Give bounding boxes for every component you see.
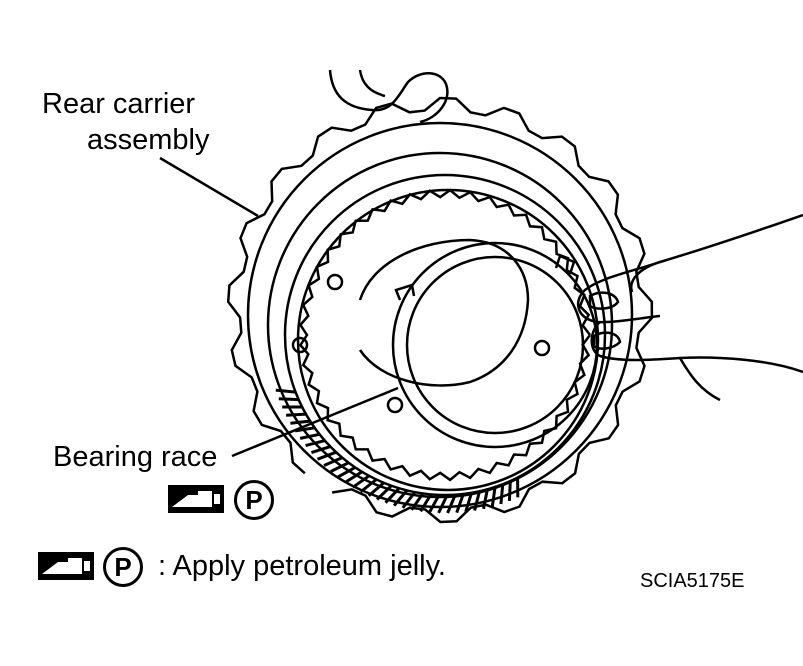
helical-tooth: [305, 439, 326, 448]
helical-tooth: [401, 491, 417, 509]
helical-tooth: [310, 445, 331, 455]
helical-tooth: [359, 478, 378, 493]
leader-rear-carrier: [159, 156, 259, 218]
helical-tooth: [344, 470, 363, 484]
helical-tooth: [330, 461, 350, 473]
helical-tooth: [337, 466, 356, 479]
helical-tooth: [437, 494, 449, 514]
right-hand: [576, 213, 803, 402]
fingernail: [588, 291, 620, 310]
bearing-race-inner: [405, 255, 585, 435]
helical-tooth: [392, 489, 409, 507]
petroleum-jelly-gun-icon: [38, 552, 94, 580]
helical-tooth: [299, 432, 320, 440]
helical-tooth: [455, 493, 465, 514]
bearing-race-tab: [554, 254, 576, 275]
helical-tooth: [419, 493, 433, 513]
inner-gear-teeth: [298, 188, 591, 482]
carrier-outer-rim: [226, 96, 654, 524]
bearing-race-label: Bearing race: [53, 441, 218, 473]
figure-code: SCIA5175E: [640, 570, 745, 592]
leader-bearing-race: [231, 386, 399, 458]
bearing-race-tab: [394, 283, 416, 301]
helical-tooth: [275, 388, 296, 394]
helical-tooth: [351, 474, 370, 489]
helical-tooth: [290, 419, 311, 425]
helical-tooth: [286, 412, 306, 417]
rear-carrier-label-line2: assembly: [87, 124, 210, 156]
helical-tooth: [410, 492, 425, 511]
bolt-hole: [386, 396, 404, 414]
upper-hand: [328, 69, 449, 124]
legend-text: : Apply petroleum jelly.: [158, 550, 446, 582]
helical-tooth: [499, 484, 505, 505]
fingernail: [592, 331, 622, 350]
bolt-hole: [291, 336, 309, 354]
helical-tooth: [464, 492, 473, 513]
helical-tooth: [316, 450, 337, 461]
helical-tooth: [323, 456, 343, 467]
helical-tooth: [367, 481, 385, 497]
helical-tooth: [490, 486, 497, 507]
helical-tooth: [446, 494, 457, 514]
helical-tooth: [482, 489, 489, 510]
petroleum-jelly-gun-icon: [168, 485, 224, 513]
helical-tooth: [473, 490, 481, 511]
petroleum-p-icon: P: [234, 480, 274, 520]
helical-tooth: [507, 481, 512, 501]
carrier-ring-1: [246, 121, 634, 509]
helical-tooth: [384, 487, 401, 504]
bolt-hole: [533, 339, 551, 357]
inner-plate: [358, 238, 530, 387]
bolt-hole: [326, 273, 344, 291]
helical-tooth: [428, 494, 441, 514]
helical-gear-teeth: [275, 388, 520, 514]
helical-tooth: [278, 397, 299, 402]
petroleum-p-icon: P: [103, 547, 143, 587]
bearing-race-outer: [391, 241, 599, 449]
rear-carrier-label-line1: Rear carrier: [42, 88, 196, 120]
helical-tooth: [375, 484, 393, 501]
carrier-ring-3: [283, 173, 607, 497]
carrier-ring-2: [266, 151, 614, 499]
helical-tooth: [294, 426, 315, 433]
